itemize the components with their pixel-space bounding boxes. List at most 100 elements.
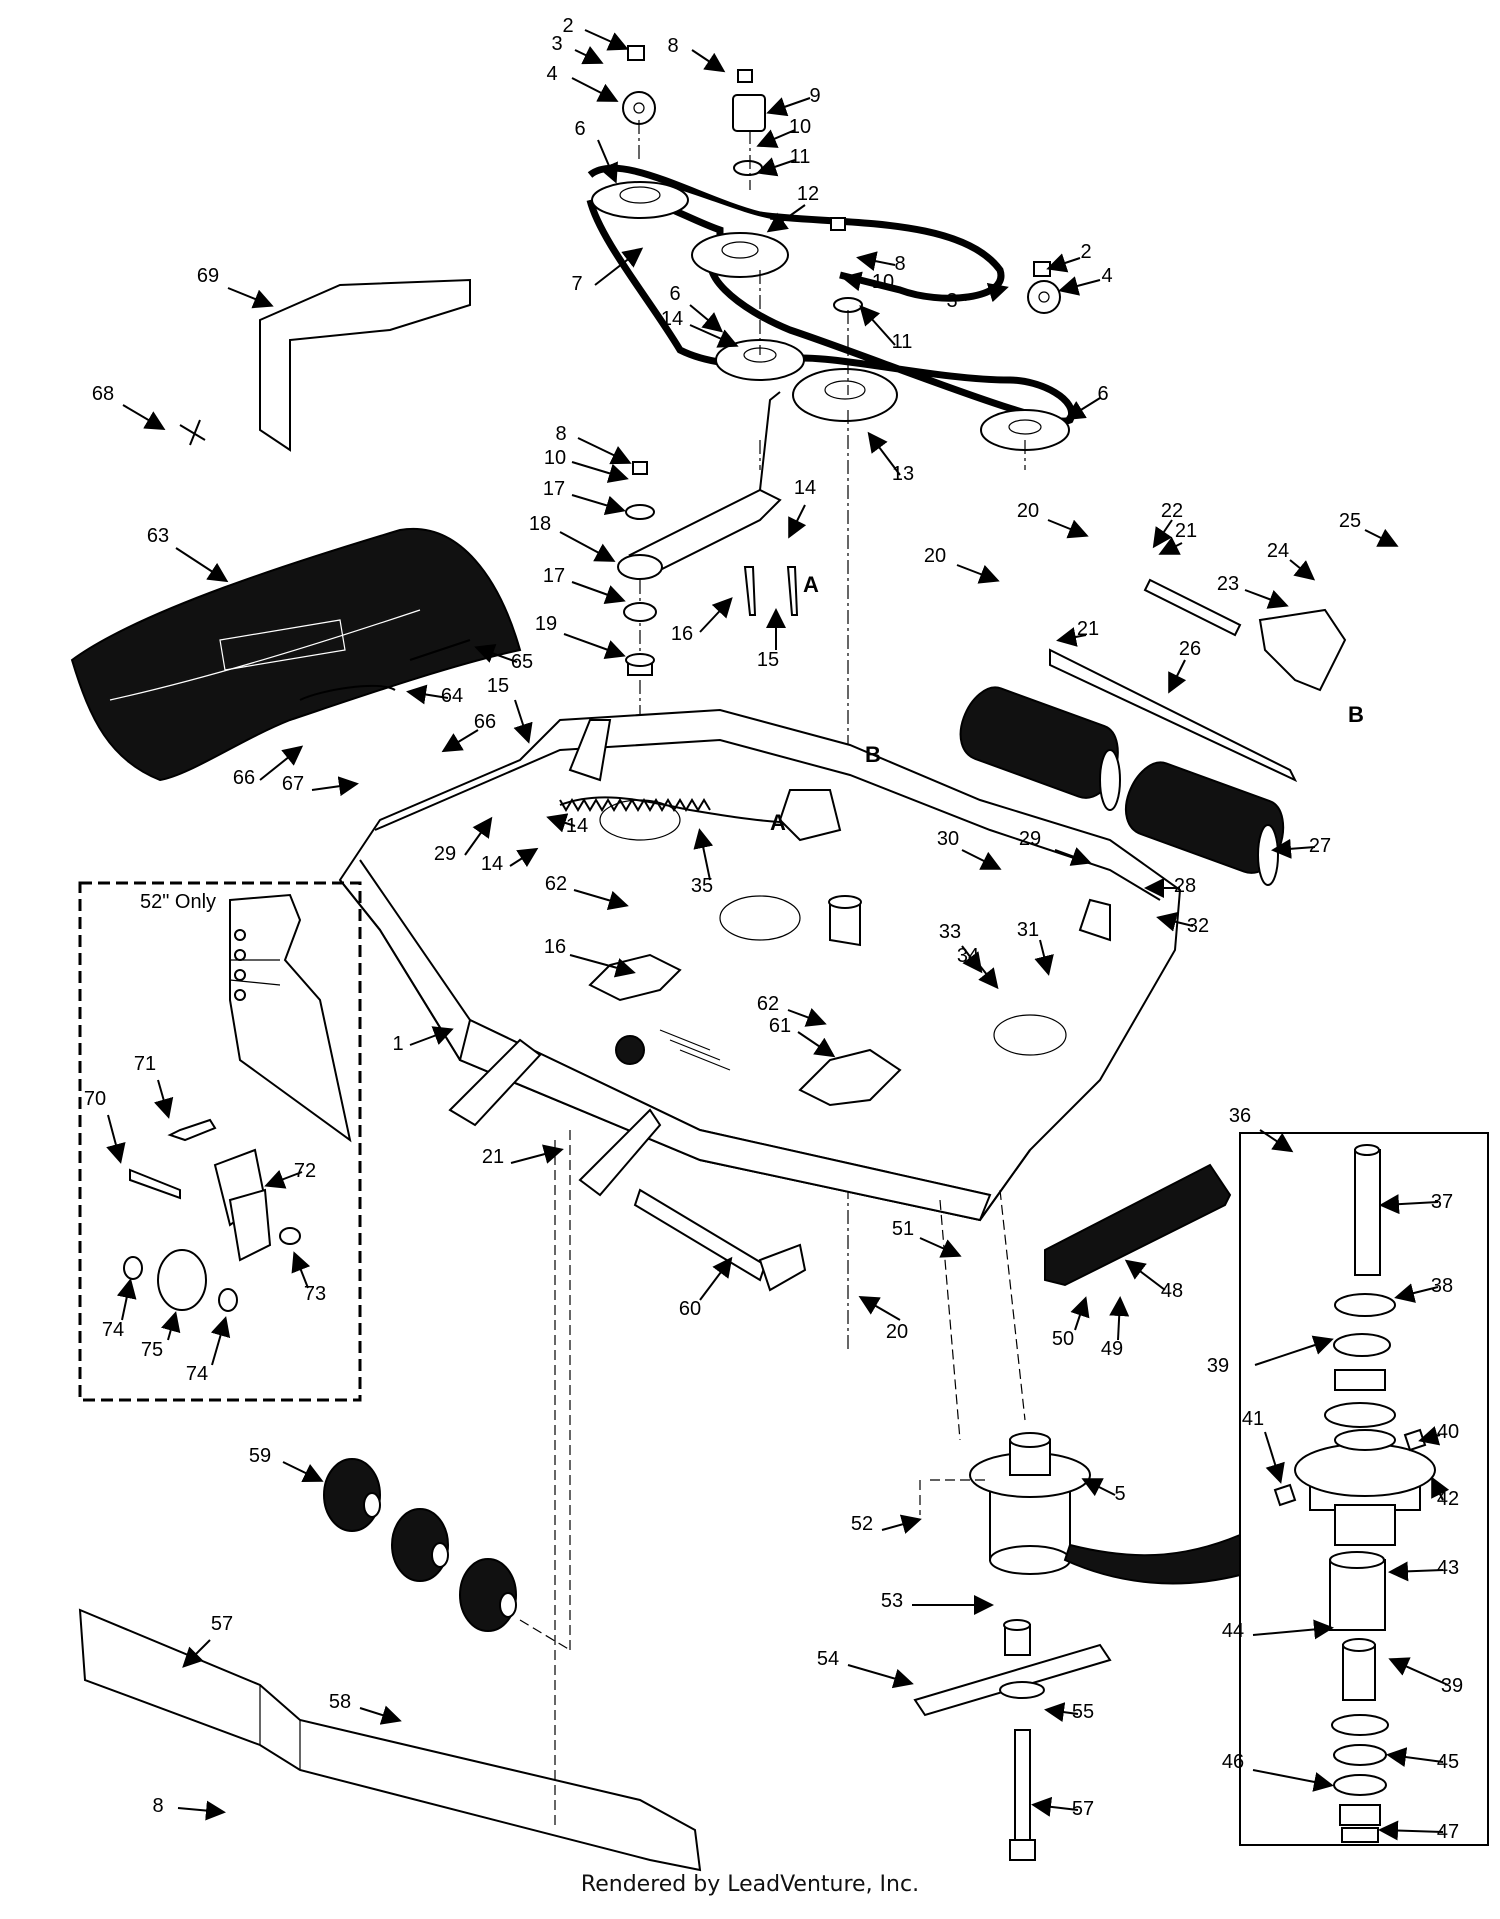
axle-plate xyxy=(758,1243,807,1292)
callout-label: 28 xyxy=(1174,875,1196,897)
callout-label: 69 xyxy=(197,265,219,287)
callout-arrow xyxy=(409,1026,454,1046)
callout-label: 60 xyxy=(679,1298,701,1320)
callout-label: 59 xyxy=(249,1445,271,1467)
callout-label: 21 xyxy=(482,1146,504,1168)
callout-arrow xyxy=(594,247,644,286)
callout-label: 62 xyxy=(757,993,779,1015)
callout-label: 18 xyxy=(529,513,551,535)
callout-arrow xyxy=(571,581,626,604)
callout-label: 36 xyxy=(1229,1105,1251,1127)
callout-label: 49 xyxy=(1101,1338,1123,1360)
callout-arrow xyxy=(1271,838,1316,859)
callout-label: 66 xyxy=(474,711,496,733)
callout-label: 63 xyxy=(147,525,169,547)
callout-label: 72 xyxy=(294,1160,316,1182)
spindle-inset-frame xyxy=(1239,1132,1489,1846)
callout-label: 54 xyxy=(817,1648,839,1670)
callout-label: 32 xyxy=(1187,915,1209,937)
axle-shaft xyxy=(1143,578,1242,637)
callout-arrow xyxy=(577,437,632,465)
callout-label: 22 xyxy=(1161,500,1183,522)
callout-label: 10 xyxy=(789,116,811,138)
callout-arrow xyxy=(571,494,626,515)
callout-arrow xyxy=(1259,1129,1294,1153)
idler-arm xyxy=(617,391,799,676)
callout-label: 57 xyxy=(211,1613,233,1635)
callout-arrow xyxy=(106,1114,126,1164)
callout-arrow xyxy=(510,1144,564,1164)
callout-label: 25 xyxy=(1339,510,1361,532)
callout-arrow xyxy=(919,1237,962,1258)
callout-arrow xyxy=(961,849,1002,870)
callout-label: 19 xyxy=(535,613,557,635)
callout-arrow xyxy=(546,813,576,833)
callout-arrow xyxy=(584,29,629,51)
callout-arrow xyxy=(1264,1431,1285,1484)
ref-letter-a-spring: A xyxy=(770,810,786,835)
callout-arrow xyxy=(1152,519,1173,549)
ref-letter-b-right: B xyxy=(1348,702,1364,727)
callout-label: 61 xyxy=(769,1015,791,1037)
callout-label: 1 xyxy=(392,1033,403,1055)
callout-label: 8 xyxy=(667,35,678,57)
callout-arrow xyxy=(1431,1476,1450,1501)
callout-label: 14 xyxy=(566,815,588,837)
callout-arrow xyxy=(474,643,518,663)
52-inch-inset-frame xyxy=(78,881,362,1402)
spindle-exploded xyxy=(1273,1144,1436,1843)
callout-label: 5 xyxy=(1114,1483,1125,1505)
callout-arrow xyxy=(1058,276,1101,296)
callout-arrow xyxy=(1388,1657,1449,1686)
spring-coils xyxy=(559,798,711,812)
callout-label: 16 xyxy=(671,623,693,645)
callout-arrow xyxy=(1252,1619,1334,1640)
callout-label: 11 xyxy=(892,331,913,353)
knob xyxy=(179,419,206,446)
callout-label: 2 xyxy=(1080,241,1091,263)
callout-arrow xyxy=(841,271,879,292)
chute-rod xyxy=(409,639,471,661)
callout-label: 75 xyxy=(141,1339,163,1361)
callout-label: 34 xyxy=(957,945,979,967)
callout-arrow xyxy=(574,46,604,65)
callout-arrow xyxy=(699,1256,733,1301)
callout-arrow xyxy=(464,816,493,856)
callout-arrow xyxy=(597,139,618,184)
callout-label: 20 xyxy=(886,1321,908,1343)
callout-label: 4 xyxy=(1101,265,1112,287)
callout-arrow xyxy=(766,97,811,117)
callout-arrow xyxy=(311,776,359,797)
callout-label: 8 xyxy=(555,423,566,445)
callout-arrow xyxy=(1418,1426,1441,1446)
callout-label: 3 xyxy=(946,290,957,312)
callout-label: 42 xyxy=(1437,1488,1459,1510)
callout-arrow xyxy=(1289,559,1316,581)
callout-label: 37 xyxy=(1431,1191,1453,1213)
callout-label: 21 xyxy=(1077,618,1099,640)
callout-arrow xyxy=(177,1800,226,1821)
callout-arrow xyxy=(441,729,479,753)
callout-arrow xyxy=(856,251,896,271)
callout-label: 15 xyxy=(757,649,779,671)
callout-arrow xyxy=(1031,1796,1079,1817)
wheel-line xyxy=(519,1619,571,1651)
callout-arrow xyxy=(956,564,1000,584)
callout-label: 41 xyxy=(1242,1408,1264,1430)
callout-arrow xyxy=(1124,1259,1166,1291)
callout-arrow xyxy=(881,1514,922,1534)
callout-label: 6 xyxy=(574,118,585,140)
callout-arrow xyxy=(1244,589,1289,609)
inset-52-title: 52" Only xyxy=(140,891,216,913)
callout-arrow xyxy=(571,461,629,483)
callout-arrow xyxy=(1034,939,1054,976)
callout-arrow xyxy=(122,404,166,431)
callout-arrow xyxy=(1168,659,1187,694)
callout-label: 38 xyxy=(1431,1275,1453,1297)
callout-label: 23 xyxy=(1217,573,1239,595)
callout-arrow xyxy=(964,283,1009,303)
deflector-shield xyxy=(259,278,471,452)
callout-label: 29 xyxy=(1019,828,1041,850)
callout-label: 14 xyxy=(661,308,683,330)
